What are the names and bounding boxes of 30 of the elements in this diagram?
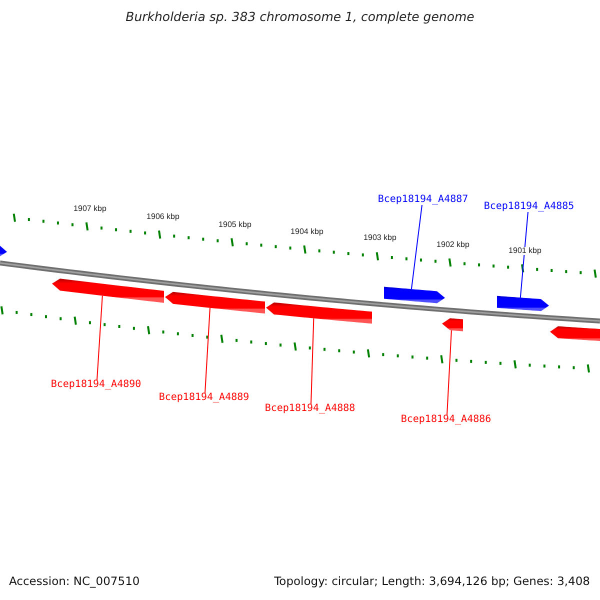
leader-line: [410, 204, 422, 290]
footer-text: Accession: NC_007510: [9, 576, 140, 588]
tick-label: 1902 kbp: [436, 240, 470, 249]
gene-feature: [165, 292, 265, 314]
gene-feature: [266, 302, 372, 324]
tick-label: 1907 kbp: [74, 204, 106, 213]
leader-line: [310, 318, 314, 404]
gene-label: Bcep18194_A4887: [378, 195, 468, 205]
gene-label: Bcep18194_A4888: [264, 404, 356, 414]
gene-feature: [442, 318, 463, 332]
tick-label: 1901 kbp: [508, 246, 542, 254]
gene-label: Bcep18194_A4889: [158, 393, 250, 403]
footer-text: Topology: circular; Length: 3,694,126 bp; Genes: 3,408: [274, 576, 590, 588]
tick-label: 1903 kbp: [364, 234, 396, 242]
leader-line: [446, 330, 452, 416]
gene-feature: [550, 326, 600, 342]
title: Burkholderia sp. 383 chromosome 1, complete genome: [126, 11, 474, 24]
gene-label: Bcep18194_A4886: [400, 415, 492, 425]
tick-label: 1906 kbp: [146, 212, 180, 221]
gene-feature: [497, 296, 549, 312]
tick-label: 1905 kbp: [218, 220, 252, 229]
gene-label: Bcep18194_A4890: [50, 380, 142, 390]
tick-label: 1904 kbp: [290, 228, 324, 236]
leader-line: [520, 212, 528, 298]
gene-label: Bcep18194_A4885: [484, 202, 574, 212]
gene-feature: [52, 278, 164, 303]
leader-line: [204, 307, 210, 394]
gene-feature: [384, 286, 445, 304]
leader-line: [96, 295, 103, 380]
gene-feature: [0, 243, 7, 257]
